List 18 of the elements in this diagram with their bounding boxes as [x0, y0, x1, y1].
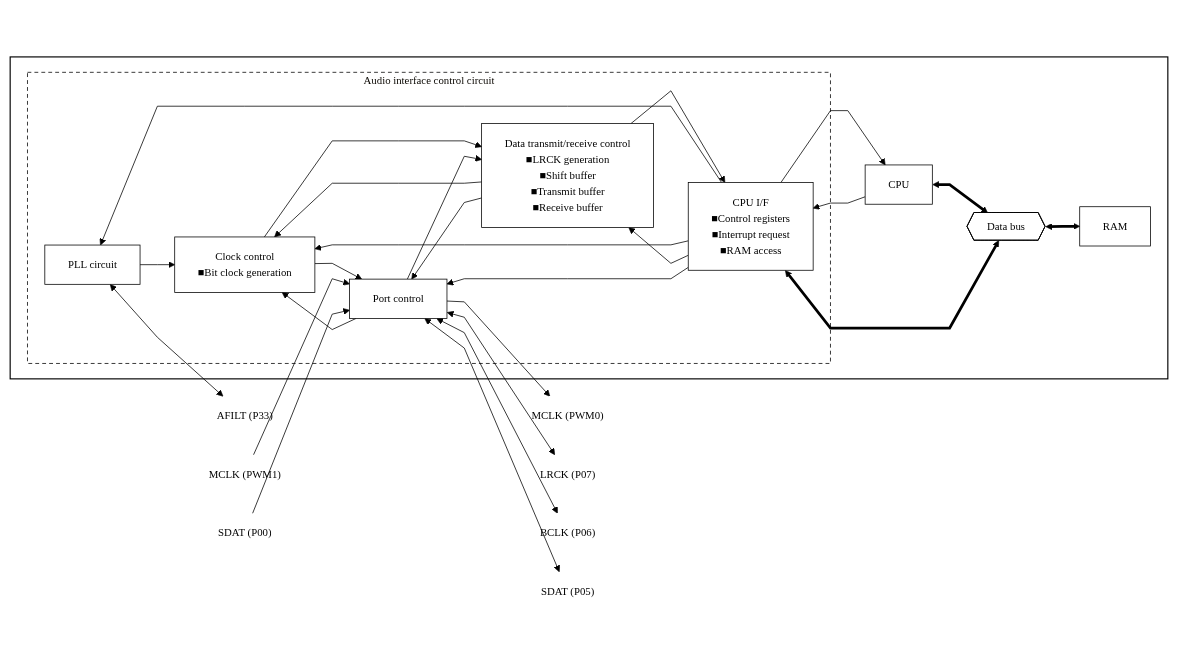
cluster: [9, 56, 1169, 380]
node-text: MCLK (PWM0): [531, 410, 604, 422]
node-text: SDAT (P05): [540, 585, 595, 598]
node-box: CPU I/F ■Control registers ■Interrupt request ■RAM access: [687, 182, 814, 271]
node-box: RAM: [1079, 206, 1151, 247]
arrow: [785, 240, 1000, 330]
node-box: Clock control ■Bit clock generation: [174, 236, 316, 293]
node-box: Data transmit/receive control ■LRCK generation ■Shift buffer ■Transmit buffer ■Receive buffer: [481, 123, 654, 228]
arrow: [932, 181, 988, 214]
node-text: MCLK (PWM1): [208, 468, 281, 481]
node-text: BCLK (P06): [539, 527, 596, 539]
node-text: LRCK (P07): [539, 468, 596, 481]
node-box: PLL circuit: [44, 244, 141, 285]
node-box: Port control: [349, 278, 448, 319]
arrow: [1045, 222, 1081, 230]
node-text: AFILT (P33): [216, 410, 273, 422]
node-box: CPU: [864, 164, 933, 205]
node-text: SDAT (P00): [218, 527, 272, 539]
